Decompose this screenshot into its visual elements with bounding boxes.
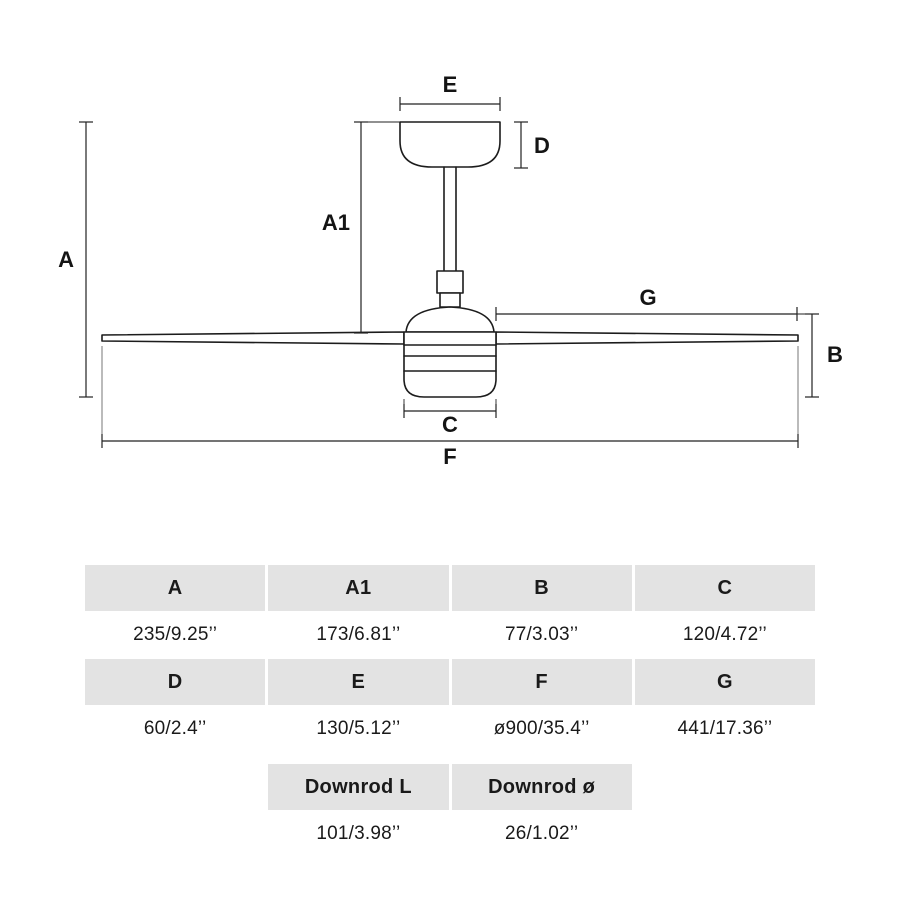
dim-label-C: C (442, 412, 458, 437)
dim-label-D: D (534, 133, 550, 158)
dimension-lines (79, 97, 819, 448)
table-value-row-1: 235/9.25’’ 173/6.81’’ 77/3.03’’ 120/4.72… (85, 611, 815, 659)
table-value-cell: 235/9.25’’ (85, 611, 266, 659)
dim-label-E: E (443, 72, 458, 97)
dimension-table: A A1 B C 235/9.25’’ 173/6.81’’ 77/3.03’’… (85, 565, 815, 858)
ceiling-fan-dimension-diagram: E D A1 A G B C F (58, 72, 843, 469)
blade-left (101, 331, 405, 345)
dim-label-B: B (827, 342, 843, 367)
table-value-cell: 173/6.81’’ (268, 611, 449, 659)
dim-G (495, 307, 818, 321)
motor-dome (405, 306, 495, 333)
table-value-cell: 26/1.02’’ (451, 810, 632, 858)
dim-label-F: F (443, 444, 456, 469)
table-header-row-2: D E F G (85, 659, 815, 705)
table-header-cell: E (268, 659, 449, 705)
table-value-cell: 130/5.12’’ (268, 705, 449, 753)
table-value-row-downrod: 101/3.98’’ 26/1.02’’ (85, 810, 815, 858)
motor-housing (403, 331, 497, 398)
dim-E (399, 97, 501, 111)
table-header-cell: A (85, 565, 266, 611)
table-value-cell: 441/17.36’’ (634, 705, 815, 753)
dim-label-A1: A1 (322, 210, 350, 235)
dim-A1 (354, 121, 400, 334)
dim-label-G: G (639, 285, 656, 310)
table-value-cell: 101/3.98’’ (268, 810, 449, 858)
table-header-row-downrod: Downrod L Downrod ø (85, 764, 815, 810)
table-value-row-2: 60/2.4’’ 130/5.12’’ ø900/35.4’’ 441/17.3… (85, 705, 815, 753)
table-header-cell: A1 (268, 565, 449, 611)
table-empty-cell (85, 764, 265, 810)
table-value-cell: 120/4.72’’ (634, 611, 815, 659)
table-empty-cell (85, 810, 265, 858)
dim-F (101, 346, 799, 448)
table-empty-cell (635, 764, 815, 810)
table-header-cell: B (451, 565, 632, 611)
dim-B (805, 313, 819, 398)
table-header-cell: G (634, 659, 815, 705)
table-header-cell: D (85, 659, 266, 705)
canopy (399, 121, 501, 168)
downrod-coupler (436, 270, 464, 294)
table-header-row-1: A A1 B C (85, 565, 815, 611)
fan-drawing (101, 121, 799, 398)
table-header-cell: Downrod ø (451, 764, 632, 810)
table-header-cell: C (634, 565, 815, 611)
dim-A (79, 121, 93, 398)
motor-neck (439, 292, 461, 308)
table-header-cell: Downrod L (268, 764, 449, 810)
table-value-cell: 77/3.03’’ (451, 611, 632, 659)
table-empty-cell (635, 810, 815, 858)
table-header-cell: F (451, 659, 632, 705)
table-value-cell: ø900/35.4’’ (451, 705, 632, 753)
dim-D (514, 121, 528, 169)
blade-right (495, 331, 799, 345)
dim-label-A: A (58, 247, 74, 272)
table-value-cell: 60/2.4’’ (85, 705, 266, 753)
dim-C (403, 399, 497, 418)
